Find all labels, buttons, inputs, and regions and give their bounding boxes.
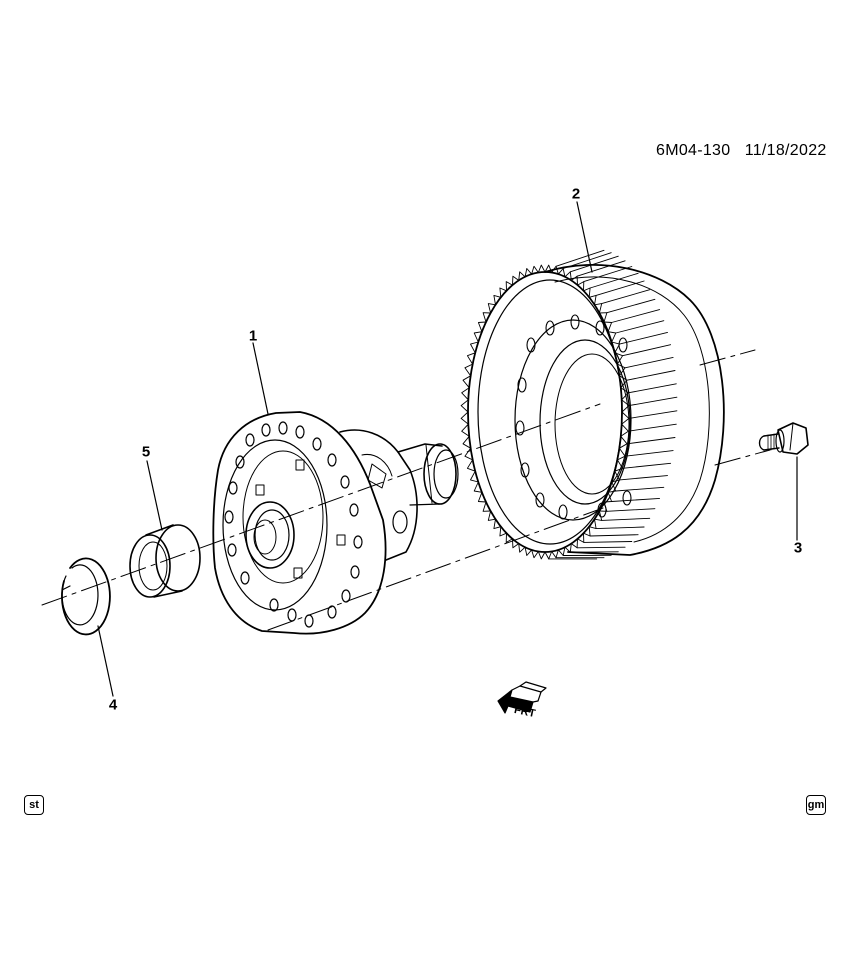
gear-helix-line [627,383,677,394]
gear-helix-line [595,526,645,530]
gear-helix-line [622,462,672,469]
gear-tooth [477,491,487,503]
gear-tooth [473,481,483,493]
gear-helix-line [615,320,665,334]
gear-tooth [493,518,502,530]
gear-helix-line [606,298,656,314]
gear-helix-line [622,344,672,357]
gear-tooth [493,294,502,306]
gear-tooth [464,447,474,461]
gear-tooth [499,287,507,298]
gear-tooth [505,532,513,543]
ring-gear [460,249,725,560]
gear-tooth [512,538,520,549]
gear-tooth [537,264,546,273]
gear-tooth [477,321,487,333]
gear-tooth [462,435,472,449]
gear-tooth [531,265,539,275]
snap-ring [61,557,111,636]
gear-tooth [482,312,492,323]
gear-helix-line [555,249,605,267]
gear-helix-line [583,266,633,283]
gear-tooth [524,546,533,556]
gear-helix-line [628,396,678,407]
gear-helix-line [619,331,668,345]
callout-2: 2 [571,185,581,203]
bearing-cup [129,524,201,598]
gear-tooth [499,526,507,537]
gear-helix-line [589,534,639,537]
callout-4: 4 [108,696,118,714]
gear-tooth [537,551,546,560]
gear-bolt-holes [515,314,632,520]
gear-helix-line [562,252,612,269]
gear-tooth [460,399,469,413]
gear-tooth [505,281,513,292]
front-direction-arrow-icon [497,681,547,714]
callout-3: 3 [793,539,803,557]
centerline-main [41,349,771,631]
drawing-reference: 6M04-130 11/18/2022 [656,142,827,160]
gear-helix-line [583,541,633,543]
gear-tooth [487,510,496,521]
gear-tooth [518,271,526,281]
gear-helix-line [611,309,661,323]
gear-tooth [464,363,474,377]
gear-teeth [460,249,678,560]
gear-helix-line [595,280,645,296]
gear-tooth [512,275,520,286]
gear-helix-line [576,260,626,277]
gear-tooth [462,375,472,389]
gear-tooth [460,411,469,425]
ring-gear-bolt [758,422,809,455]
gear-helix-line [628,410,678,419]
callout-1: 1 [248,327,258,345]
gear-helix-line [624,356,674,369]
gear-tooth [461,387,470,401]
gear-helix-line [576,546,626,549]
gear-tooth [482,501,492,512]
drawing-date: 11/18/2022 [744,142,827,159]
gear-helix-line [589,272,639,289]
leader-lines [97,201,798,697]
gear-helix-line [626,437,676,445]
gear-tooth [461,423,470,437]
gear-tooth [487,303,496,314]
gear-tooth [466,352,476,365]
st-badge-icon: st [24,795,44,815]
gear-tooth [470,341,479,354]
gear-tooth [544,264,553,273]
gear-helix-line [624,450,674,457]
gear-tooth [470,470,479,483]
differential-case [212,411,459,635]
gear-tooth [473,331,483,343]
gear-helix-line [627,423,677,432]
gear-helix-line [569,255,619,273]
gear-tooth [518,543,526,553]
gm-badge-icon: gm [806,795,826,815]
gear-helix-line [611,497,661,502]
callout-5: 5 [141,443,151,461]
gear-helix-line [601,517,651,521]
reference-code: 6M04-130 [656,142,731,159]
gear-helix-line [601,289,651,305]
flange-bolt-holes [224,421,363,628]
gear-helix-line [606,508,656,512]
gear-tooth [524,268,533,278]
gear-tooth [531,549,539,559]
gear-helix-line [626,370,676,381]
gear-helix-line [615,486,665,492]
gear-helix-line [619,475,668,481]
gear-tooth [466,459,476,472]
